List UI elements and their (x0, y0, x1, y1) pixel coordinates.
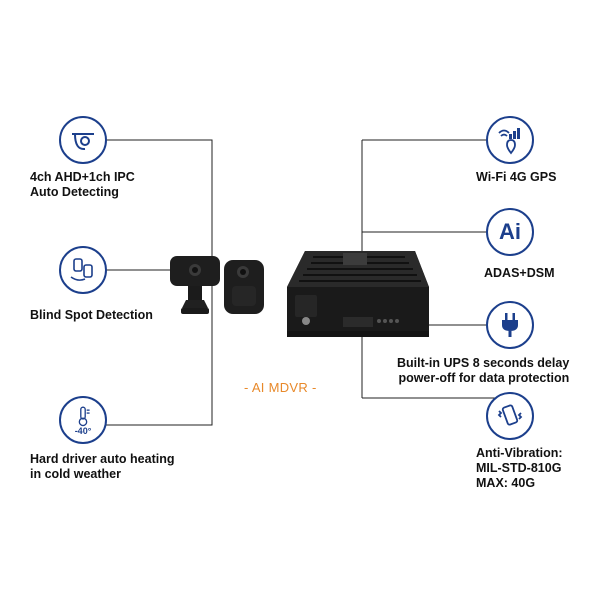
feature-label-vibration: Anti-Vibration: MIL-STD-810G MAX: 40G (476, 446, 563, 490)
feature-label-blind-spot: Blind Spot Detection (30, 308, 153, 322)
dome-camera-icon (59, 116, 107, 164)
power-plug-icon (486, 301, 534, 349)
temperature-text: -40° (74, 425, 92, 436)
feature-label-heating: Hard driver auto heating in cold weather (30, 452, 175, 481)
ai-icon: Ai (486, 208, 534, 256)
feature-label-ups: Built-in UPS 8 seconds delay power-off f… (397, 356, 570, 385)
feature-label-wifi-gps: Wi-Fi 4G GPS (476, 170, 557, 184)
vibration-phone-icon (486, 392, 534, 440)
ai-icon-text: Ai (499, 219, 521, 244)
blind-spot-icon (59, 246, 107, 294)
wifi-gps-icon (486, 116, 534, 164)
mdvr-unit (287, 251, 429, 337)
thermometer-icon: -40° (59, 396, 107, 444)
dash-camera-1 (170, 256, 220, 314)
feature-label-cameras: 4ch AHD+1ch IPC Auto Detecting (30, 170, 135, 199)
dash-camera-2 (224, 260, 264, 314)
center-caption: - AI MDVR - (244, 380, 317, 395)
feature-label-adas: ADAS+DSM (484, 266, 555, 280)
